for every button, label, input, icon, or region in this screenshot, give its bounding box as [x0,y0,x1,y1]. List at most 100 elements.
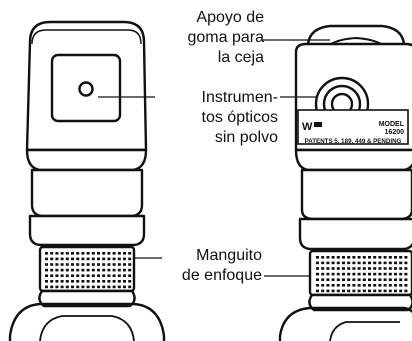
knurl-dot [128,285,132,289]
knurl-dot [123,263,126,266]
knurl-dot [394,267,397,270]
knurl-dot [373,267,377,270]
knurl-dot [123,268,126,272]
knurl-dot [357,284,361,287]
knurl-dot [65,280,69,283]
knurl-dot [117,257,121,261]
knurl-dot [321,256,325,259]
knurl-dot [60,257,64,261]
knurl-dot [357,289,361,293]
knurl-dot [71,257,74,261]
knurl-dot [112,257,116,261]
knurl-dot [102,280,106,283]
knurl-dot [388,272,392,276]
right-collar [298,217,412,251]
knurl-dot [352,289,356,293]
knurl-dot [352,272,356,276]
knurl-dot [76,252,80,255]
knurl-dot [117,274,121,277]
knurl-dot [316,289,319,293]
knurl-dot [321,289,325,293]
knurl-dot [336,278,340,281]
knurl-dot [399,289,403,293]
knurl-dot [321,261,325,265]
knurl-dot [326,261,330,265]
knurl-dot [404,272,408,276]
knurl-dot [316,272,319,276]
knurl-dot [65,257,69,261]
callout-lines [98,39,330,277]
knurl-dot [128,268,132,272]
knurl-dot [378,256,382,259]
knurl-dot [357,267,361,270]
knurl-dot [357,272,361,276]
knurl-dot [81,263,85,266]
left-neck [30,168,144,218]
knurl-dot [357,278,361,281]
knurl-dot [383,284,387,287]
brand-logo-mark: W [302,121,313,133]
knurl-dot [97,285,100,289]
knurl-dot [378,284,382,287]
knurl-dot [76,285,80,289]
callout-focus-line-2: de enfoque [181,267,262,284]
knurl-dot [404,284,408,287]
knurl-dot [394,256,397,259]
knurl-dot [86,280,90,283]
knurl-dot [368,261,371,265]
knurl-dot [342,289,345,293]
knurl-dot [347,289,351,293]
knurl-dot [404,289,408,293]
knurl-dot [112,268,116,272]
brand-badge: W MODEL 16200 PATENTS 5, 189, 449 & PEND… [297,109,409,145]
knurl-dot [60,280,64,283]
left-viewfinder [8,20,166,341]
knurl-dot [102,263,106,266]
knurl-dot [86,268,90,272]
knurl-dot [97,280,100,283]
knurl-dot [112,274,116,277]
knurl-dot [373,284,377,287]
knurl-dot [326,256,330,259]
knurl-dot [326,267,330,270]
knurl-dot [128,252,132,255]
right-bottom-inner [329,321,400,341]
knurl-dot [342,256,345,259]
knurl-dot [91,268,95,272]
knurl-dot [352,261,356,265]
knurl-dot [76,257,80,261]
knurl-dot [331,289,335,293]
left-eyepiece-lens [78,81,94,97]
knurl-dot [65,263,69,266]
knurl-dot [394,278,397,281]
knurl-dot [404,267,408,270]
knurl-dot [368,278,371,281]
knurl-dot [373,261,377,265]
knurl-dot [336,261,340,265]
knurl-dot [321,272,325,276]
callout-optics-line-3: sin polvo [214,129,278,146]
knurl-dot [352,256,356,259]
knurl-dot [45,285,48,289]
knurl-dot [388,267,392,270]
knurl-dot [342,272,345,276]
knurl-dot [76,274,80,277]
knurl-dot [383,272,387,276]
knurl-dot [50,268,54,272]
knurl-dot [347,256,351,259]
knurl-dot [331,256,335,259]
knurl-dot [65,268,69,272]
knurl-dot [383,289,387,293]
knurl-dot [347,267,351,270]
knurl-dot [86,263,90,266]
knurl-dot [117,285,121,289]
knurl-dot [76,280,80,283]
knurl-dot [45,257,48,261]
knurl-dot [86,285,90,289]
knurl-dot [362,289,366,293]
knurl-dot [71,274,74,277]
knurl-dot [368,284,371,287]
knurl-dot [60,263,64,266]
knurl-dot [107,268,111,272]
